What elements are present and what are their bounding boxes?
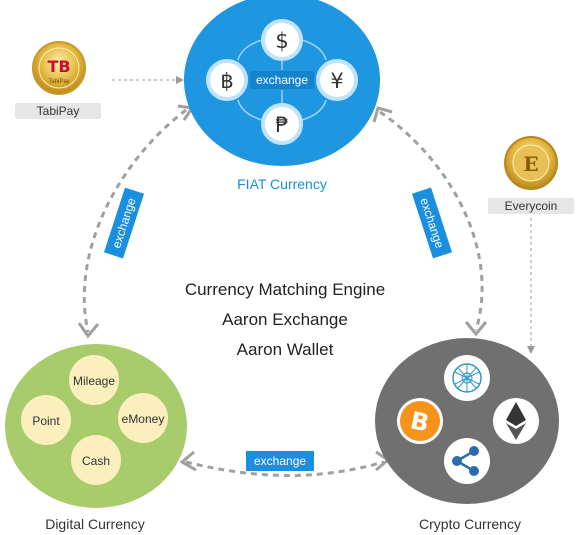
fiat-currency-node: exchange $ ฿ ¥ ₱ [184, 0, 380, 166]
qtum-logo-icon [444, 355, 490, 401]
yen-coin: ¥ [316, 59, 358, 101]
mileage-label: Mileage [73, 374, 115, 388]
dollar-symbol: $ [275, 29, 288, 53]
bitcoin-logo-icon: B [397, 398, 443, 444]
digital-item-mileage: Mileage [69, 355, 119, 405]
crypto-currency-node: B [375, 338, 559, 504]
crypto-currency-title: Crypto Currency [419, 516, 521, 532]
tabipay-logo-word: TabiPay [48, 79, 69, 85]
tabipay-name: TabiPay [15, 103, 101, 119]
digital-currency-node: Mileage Point eMoney Cash [5, 344, 187, 508]
center-line-2: Aaron Exchange [222, 310, 348, 329]
yen-symbol: ¥ [330, 69, 343, 93]
ethereum-logo-icon [493, 398, 539, 444]
emoney-label: eMoney [122, 412, 165, 426]
peso-symbol: ₱ [275, 113, 288, 137]
digital-item-point: Point [21, 395, 71, 445]
fiat-inner-arrows [237, 39, 327, 121]
exchange-connector-left [77, 104, 195, 339]
point-label: Point [32, 414, 60, 428]
tabipay-logo: TB TabiPay [32, 41, 86, 95]
digital-item-emoney: eMoney [118, 393, 168, 443]
everycoin-name: Everycoin [488, 198, 574, 214]
everycoin-logo: E [504, 136, 558, 190]
exchange-tag-bottom: exchange [246, 451, 315, 471]
svg-text:B: B [408, 406, 432, 437]
center-line-1: Currency Matching Engine [184, 280, 386, 299]
everycoin-logo-letter: E [523, 152, 538, 176]
tabipay-logo-letters: TB [47, 57, 70, 76]
fiat-currency-title: FIAT Currency [237, 176, 327, 192]
peso-coin: ₱ [261, 103, 303, 145]
baht-coin: ฿ [206, 59, 248, 101]
fiat-exchange-pill [250, 71, 314, 89]
digital-item-cash: Cash [71, 435, 121, 485]
center-line-3: Aaron Wallet [236, 340, 334, 359]
fiat-exchange-label: exchange [256, 73, 308, 87]
dollar-coin: $ [261, 19, 303, 61]
baht-symbol: ฿ [220, 69, 233, 93]
digital-currency-title: Digital Currency [45, 516, 145, 532]
exchange-connector-right [372, 106, 488, 337]
cash-label: Cash [82, 454, 110, 468]
ripple-logo-icon [444, 438, 490, 484]
